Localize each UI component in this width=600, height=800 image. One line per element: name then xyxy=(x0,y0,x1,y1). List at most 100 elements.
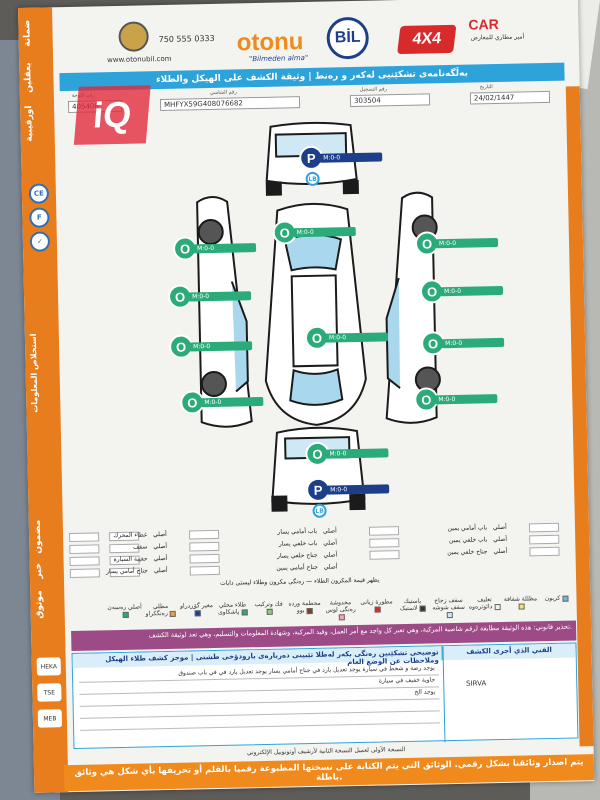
left-rear-door-mark: O M:0-0 xyxy=(168,333,253,359)
legend-swatch xyxy=(419,605,426,612)
record-label: رقم التسجيل xyxy=(359,86,387,93)
certification-icon: ✓ xyxy=(29,231,51,252)
mark-value: M:0-0 xyxy=(325,331,389,343)
brand-magnifier-icon: BİL xyxy=(326,16,370,60)
legend-item: كربون xyxy=(538,594,574,602)
left-front-door-mark: O M:0-0 xyxy=(167,283,252,309)
4x4-badge: 4X4 xyxy=(397,24,457,55)
legend-swatch xyxy=(446,611,453,618)
iq-watermark-logo: iQ xyxy=(73,85,151,145)
legend-swatch xyxy=(562,595,569,602)
part-label: باب أمامي يمين xyxy=(447,524,488,533)
part-box xyxy=(189,553,220,564)
car-diagram: P M:0-0 LB O M:0-0 O M:0-0 O M:0-0 O M:0… xyxy=(60,115,573,530)
date-label: التاريخ xyxy=(479,84,493,91)
legend-item: أصلي رەسەن xyxy=(107,604,143,619)
side-label-guaranteed: مضمون xyxy=(32,519,44,554)
mark-value: M:0-0 xyxy=(440,285,504,296)
mark-value: M:0-0 xyxy=(190,340,253,351)
legend-item: باستيك لاستیک xyxy=(394,597,430,612)
part-label: جناح خلفي يسار xyxy=(276,551,318,560)
part-box xyxy=(369,538,400,548)
legend-item: طلاء محلي پاشکاوی xyxy=(217,601,248,616)
hood-mark: O M:0-0 xyxy=(272,219,356,245)
legend-item: محطمة وردە بوو xyxy=(288,599,321,615)
record-value: 303504 xyxy=(349,93,431,108)
part-label: جناح أمامي يمين xyxy=(276,563,318,572)
header: 750 555 0333 www.otonubil.com otonu BİL … xyxy=(58,3,564,74)
part-label: غطاء المحرك xyxy=(113,531,148,540)
legend-swatch xyxy=(122,611,129,618)
mark-value: M:0-0 xyxy=(293,226,356,237)
part-value: أصلي xyxy=(323,539,338,547)
legend-swatch xyxy=(306,607,313,614)
legend-swatch xyxy=(518,603,525,610)
part-label: جناح خلفي يمين xyxy=(447,548,488,557)
part-label: سقف xyxy=(132,543,148,551)
part-box xyxy=(369,550,400,560)
legend-item: سقف زجاج سقف شوشە xyxy=(430,597,466,619)
side-label-guarantee: ضمانة xyxy=(22,20,33,48)
notes-divider xyxy=(442,646,446,743)
part-label: باب أمامي يسار xyxy=(277,527,318,536)
part-value: أصلي xyxy=(493,547,508,556)
slogan: "Bilmeden alma" xyxy=(249,53,309,64)
parts-note: يظهر قيمة المكرون الطلاء — رەنگی مکرون و… xyxy=(220,576,380,587)
part-value: أصلي xyxy=(323,563,338,571)
mascot-logo-icon xyxy=(118,21,149,52)
legend-item: مخدوشة رەنگی لوس xyxy=(322,599,358,621)
technician-header: الفني الذي أجرى الكشف xyxy=(441,643,576,661)
part-label: باب خلفي يمين xyxy=(448,536,488,545)
part-box xyxy=(69,568,100,579)
heka-badge: HEKA xyxy=(36,657,61,676)
mark-value: M:0-0 xyxy=(442,337,505,348)
car-subtext: أمير مطاري للمعارض xyxy=(470,33,525,42)
legend-item: مغير گۆڕدراو xyxy=(178,602,214,617)
part-box xyxy=(69,532,100,543)
legend-swatch xyxy=(169,610,176,617)
part-box xyxy=(69,544,100,555)
mark-value: M:0-0 xyxy=(435,237,499,248)
website: www.otonubil.com xyxy=(107,54,172,65)
notes-section: توضيحی تشکێنین رەنگی بکەر لەطلا تێبینی د… xyxy=(71,642,579,749)
part-label: باب خلفي يسار xyxy=(278,539,318,548)
right-rear-mark: O M:0-0 xyxy=(414,386,498,412)
part-value: أصلي xyxy=(493,535,508,544)
left-front-mark: O M:0-0 xyxy=(172,235,257,261)
part-label: جناح أمامي يسار xyxy=(106,567,148,576)
part-box xyxy=(528,522,560,533)
inspection-sheet: ضمانة بعقلين اورقيبية CE F ✓ استخلاص الم… xyxy=(18,0,595,793)
date-value: 24/02/1447 xyxy=(469,90,551,105)
legend-item: مطلي رەنگکراو xyxy=(142,603,178,618)
legend-swatch xyxy=(241,608,248,615)
part-value: أصلي xyxy=(153,566,168,575)
part-box xyxy=(529,546,560,557)
technician-name: SIRVA xyxy=(466,679,487,688)
parts-table: أصلي غطاء المحرك أصلي باب أمامي يسار أصل… xyxy=(69,522,575,593)
side-label-info: استخلاص المعلومات xyxy=(28,333,40,413)
part-value: أصلي xyxy=(322,527,337,535)
right-front-door-mark: O M:0-0 xyxy=(419,278,504,304)
legend-swatch xyxy=(266,608,273,615)
vin-value: MHFYX59G408076682 xyxy=(159,96,301,112)
part-box xyxy=(189,541,220,552)
vin-label: رقم الشاسي xyxy=(209,89,237,97)
legend-item: مطورة زیانی xyxy=(358,598,394,613)
mark-value: M:0-0 xyxy=(435,393,498,404)
roof-mark: O M:0-0 xyxy=(304,324,389,351)
part-box xyxy=(368,526,400,536)
mark-value: M:0-0 xyxy=(320,151,383,163)
side-label-good: خير xyxy=(33,562,44,579)
right-rear-door-mark: O M:0-0 xyxy=(420,330,505,356)
front-mark: P M:0-0 xyxy=(298,144,383,171)
legend-item: تغليف دائوترەوە xyxy=(466,596,502,611)
legend-swatch xyxy=(194,609,201,616)
side-label-2: بعقلين xyxy=(23,62,34,94)
meb-badge: MEB xyxy=(37,709,63,728)
right-front-mark: O M:0-0 xyxy=(414,230,499,256)
mark-value: M:0-0 xyxy=(201,396,264,407)
part-box xyxy=(189,565,220,576)
side-label-trusted: موثوق xyxy=(34,590,45,619)
car-text: CAR xyxy=(468,15,499,33)
part-value: أصلي xyxy=(153,542,168,551)
